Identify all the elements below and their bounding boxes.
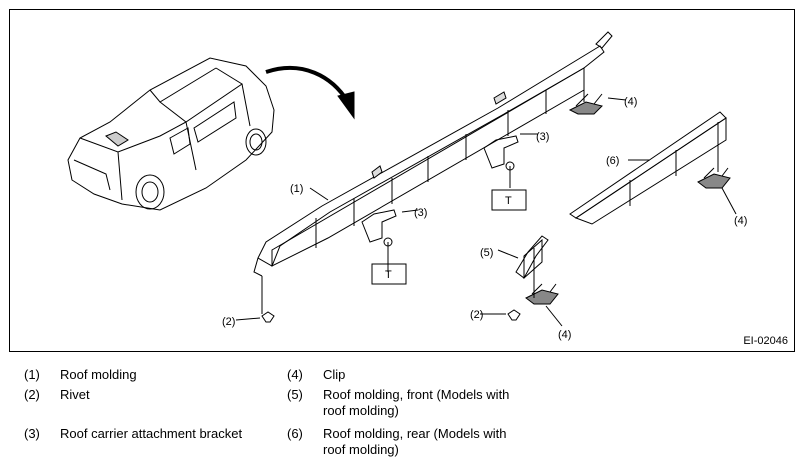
clip-4-right [697, 167, 731, 189]
legend-item-1: (1) Roof molding [24, 367, 274, 383]
legend-number: (4) [287, 367, 303, 382]
legend-text-continued: roof molding) [323, 403, 399, 418]
torque-box-right [491, 189, 527, 211]
legend-number: (5) [287, 387, 303, 402]
legend-item-3: (3) Roof carrier attachment bracket [24, 426, 274, 442]
legend-number: (2) [24, 387, 40, 402]
legend-text: Roof molding [60, 367, 137, 382]
torque-label-left: T [385, 269, 392, 281]
figure-frame: (1) (2) (2) (3) (3) (4) (4) (4) (5) (6) … [9, 9, 795, 352]
callout-4-right: (4) [734, 215, 747, 227]
roof-molding-rear-6 [569, 111, 727, 225]
callout-1: (1) [290, 183, 303, 195]
legend-number: (1) [24, 367, 40, 382]
callout-6: (6) [606, 155, 619, 167]
legend-text: Roof molding, front (Models with [323, 387, 510, 402]
legend-text: Roof carrier attachment bracket [60, 426, 243, 441]
bracket-3-left [361, 209, 397, 272]
exploded-diagram: (1) (2) (2) (3) (3) (4) (4) (4) (5) (6) … [67, 31, 747, 341]
callout-3-left: (3) [414, 207, 427, 219]
legend-text: Clip [323, 367, 346, 382]
callout-2-left: (2) [222, 316, 235, 328]
torque-label-right: T [505, 195, 512, 207]
legend-item-2: (2) Rivet [24, 387, 274, 403]
legend-number: (3) [24, 426, 40, 441]
car-illustration [67, 57, 275, 211]
torque-box-left [371, 263, 407, 285]
legend-number: (6) [287, 426, 303, 441]
legend-item-5: (5) Roof molding, front (Models with roo… [287, 387, 537, 419]
clip-4-bottom [525, 283, 559, 305]
legend-item-4: (4) Clip [287, 367, 537, 383]
rivet-2-left [261, 276, 275, 323]
roof-molding-front-5 [515, 235, 549, 298]
direction-arrow [265, 66, 350, 104]
callout-4-top: (4) [624, 96, 637, 108]
legend-text-continued: roof molding) [323, 442, 399, 457]
callout-3-right: (3) [536, 131, 549, 143]
legend-text: Rivet [60, 387, 90, 402]
callout-4-bottom: (4) [558, 329, 571, 341]
bracket-3-right [483, 135, 519, 188]
callout-5: (5) [480, 247, 493, 259]
figure-code: EI-02046 [743, 335, 788, 347]
rivet-2-bottom [507, 309, 521, 321]
clip-4-top [568, 90, 603, 115]
legend-text: Roof molding, rear (Models with [323, 426, 507, 441]
roof-molding-1 [253, 31, 613, 277]
callout-2-bottom: (2) [470, 309, 483, 321]
legend-item-6: (6) Roof molding, rear (Models with roof… [287, 426, 537, 458]
